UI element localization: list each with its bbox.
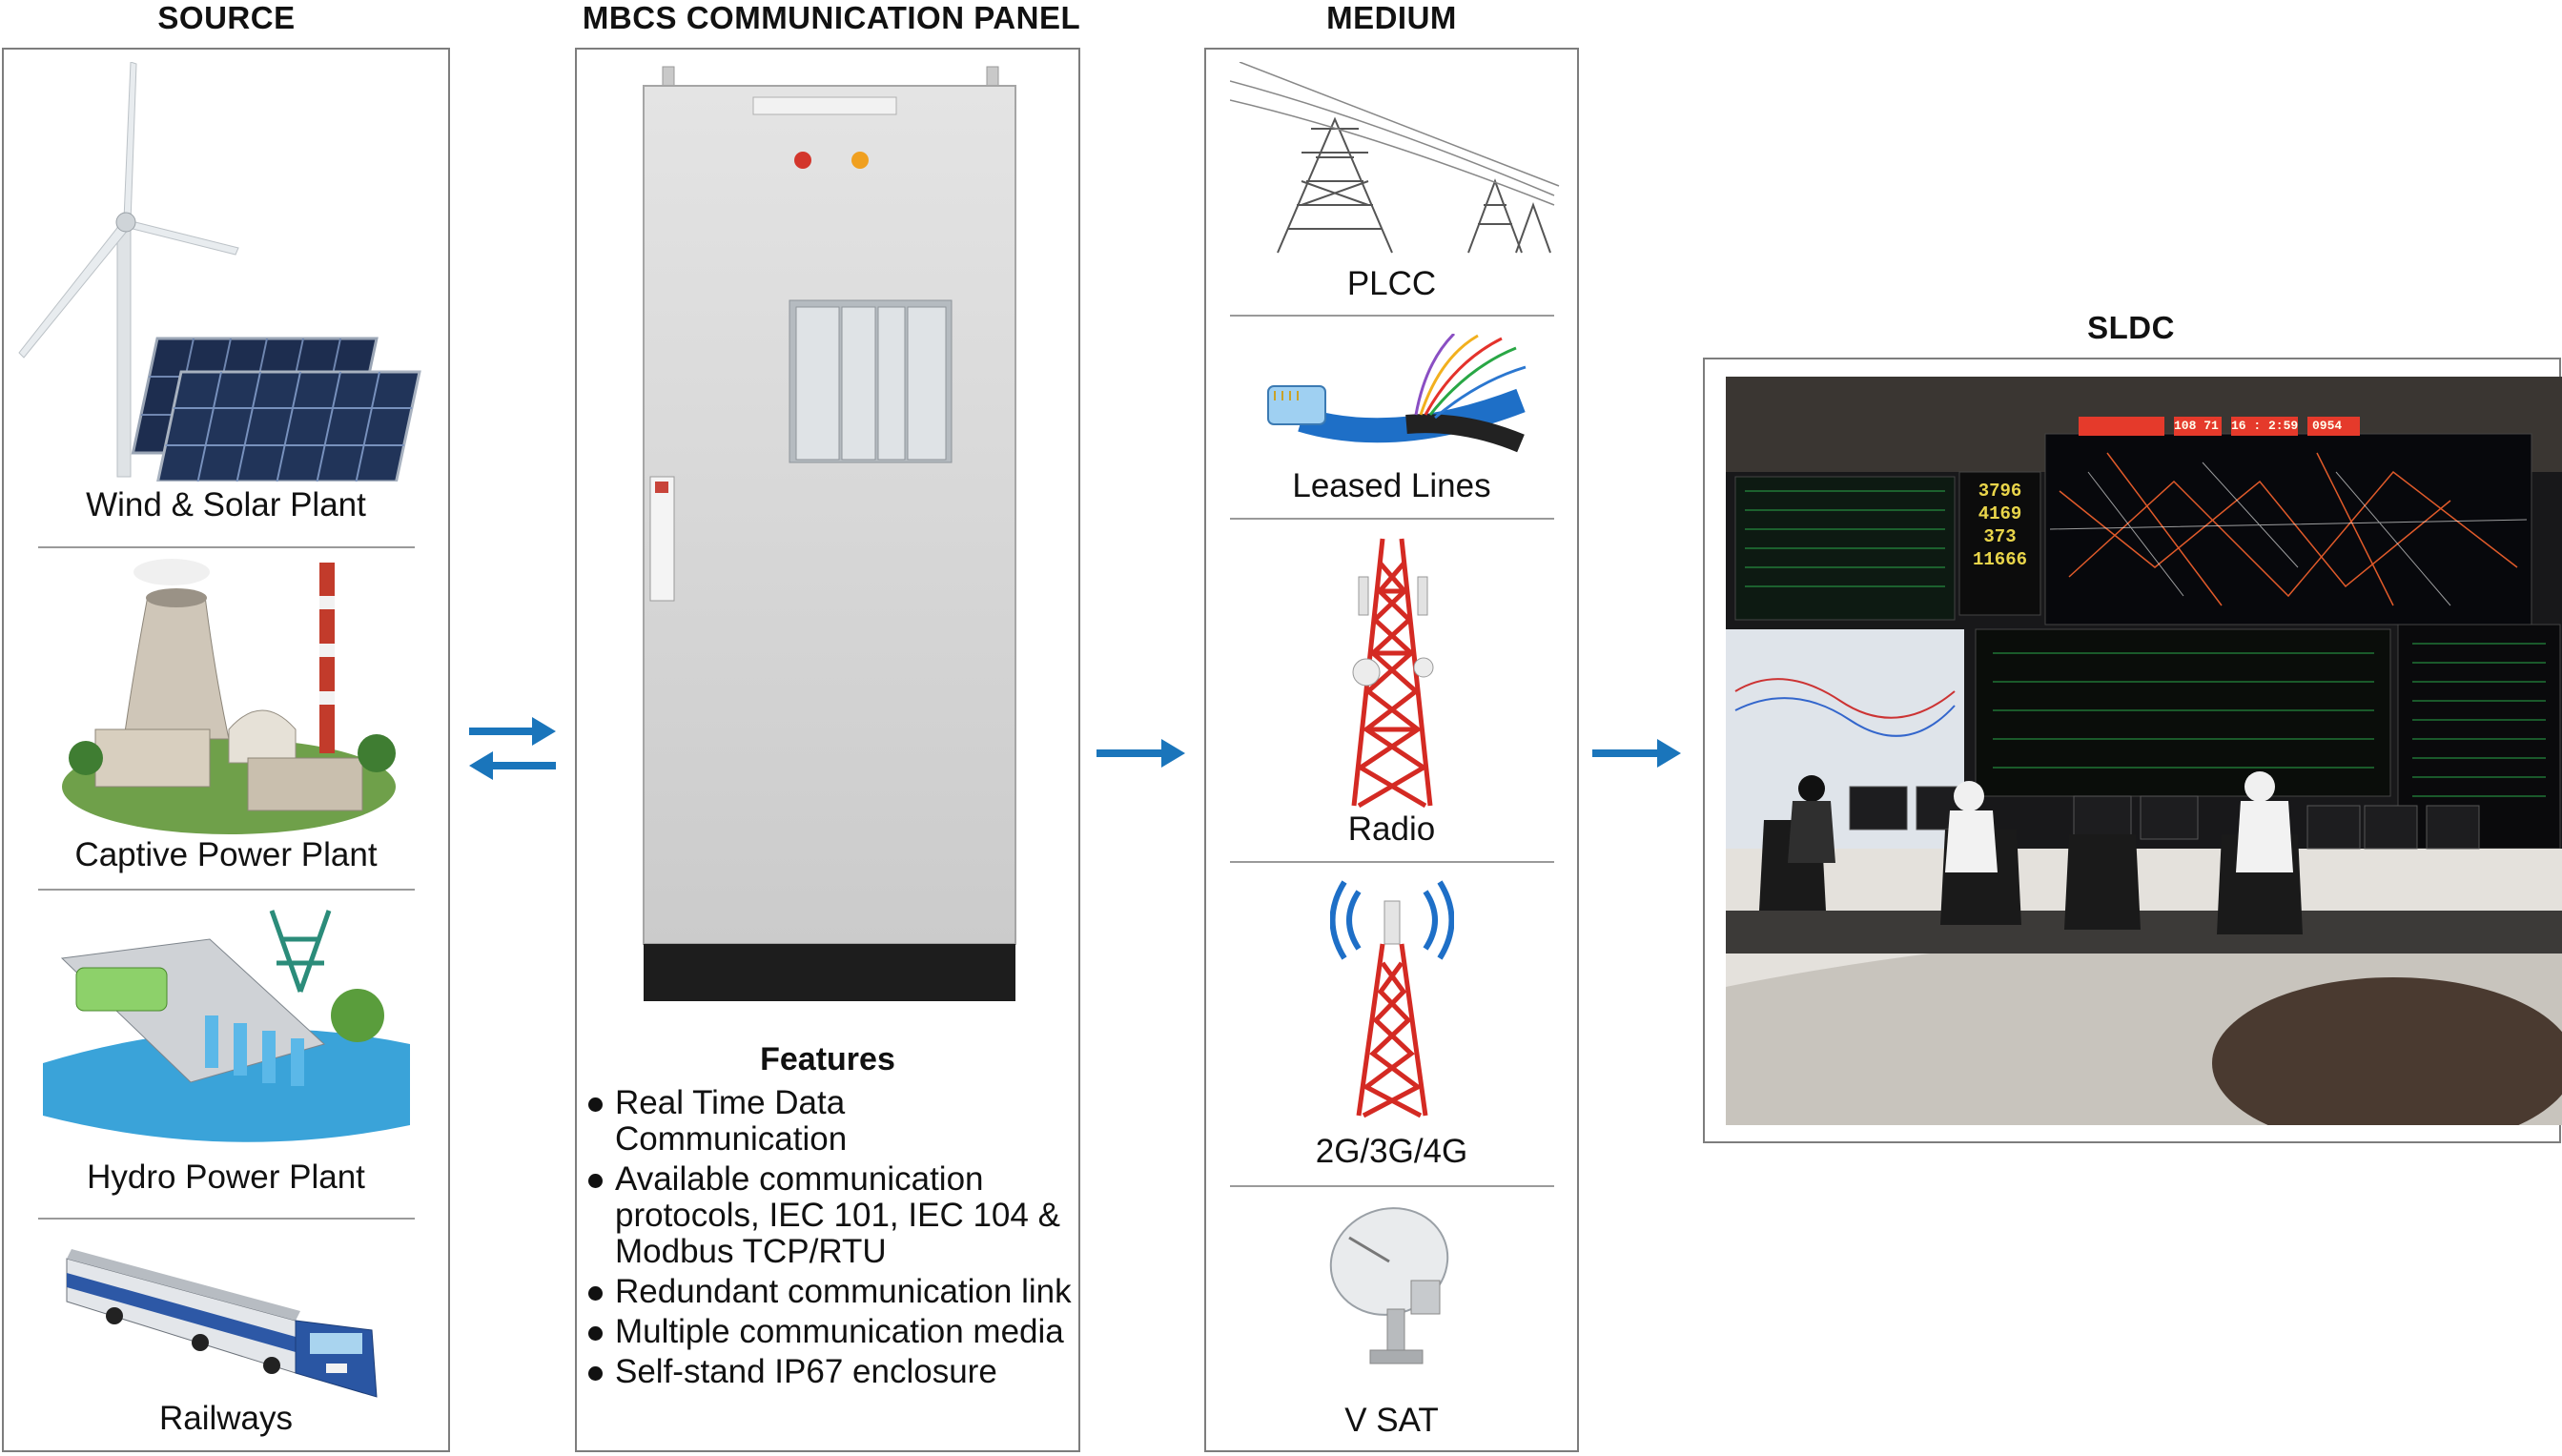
sldc-title: SLDC — [2087, 310, 2175, 345]
source-title: SOURCE — [157, 0, 296, 35]
bidirectional-arrow-icon — [467, 715, 558, 782]
feature-item: Self-stand IP67 enclosure — [586, 1354, 1082, 1390]
counter-value: 3796 — [1978, 481, 2022, 502]
sldc-control-room-photo: 3796 4169 373 11666 108 71 16 : 2:59 095… — [1726, 377, 2562, 1125]
vsat-dish-illustration — [1321, 1200, 1464, 1371]
medium-title: MEDIUM — [1326, 0, 1457, 35]
right-arrow-icon — [1592, 734, 1683, 772]
leased-lines-cable-illustration — [1263, 334, 1530, 453]
counter-value: 4169 — [1978, 503, 2022, 524]
medium-divider — [1230, 315, 1554, 317]
sldc-clock-readout: 108 71 16 : 2:59 0954 — [2079, 417, 2365, 436]
source-label-hydro: Hydro Power Plant — [87, 1159, 365, 1196]
feature-item: Redundant communication link — [586, 1274, 1082, 1310]
counter-value: 373 — [1983, 526, 2017, 547]
sldc-counter-readout: 3796 4169 373 11666 — [1959, 480, 2040, 571]
panel-cabinet-illustration — [610, 57, 1049, 1011]
feature-item: Available communication protocols, IEC 1… — [586, 1161, 1082, 1270]
clock-value: 16 : 2:59 — [2231, 419, 2299, 433]
medium-label-plcc: PLCC — [1346, 265, 1437, 302]
hydro-plant-illustration — [38, 901, 415, 1159]
source-label-railways: Railways — [158, 1400, 294, 1437]
radio-tower-illustration — [1340, 534, 1445, 810]
medium-label-leased-lines: Leased Lines — [1292, 467, 1491, 504]
cellular-tower-illustration — [1330, 877, 1454, 1120]
source-label-wind-solar: Wind & Solar Plant — [86, 486, 366, 523]
feature-item: Multiple communication media — [586, 1314, 1082, 1350]
medium-divider — [1230, 1185, 1554, 1187]
feature-item: Real Time Data Communication — [586, 1085, 1082, 1158]
wind-solar-illustration — [14, 62, 434, 482]
source-label-captive: Captive Power Plant — [74, 836, 378, 873]
features-title: Features — [760, 1041, 895, 1077]
medium-label-cellular: 2G/3G/4G — [1315, 1133, 1468, 1170]
captive-plant-illustration — [57, 558, 405, 844]
source-divider — [38, 1218, 415, 1220]
medium-label-vsat: V SAT — [1344, 1402, 1439, 1439]
train-illustration — [57, 1230, 381, 1411]
source-divider — [38, 546, 415, 548]
features-list: Real Time Data Communication Available c… — [586, 1085, 1082, 1394]
medium-label-radio: Radio — [1347, 810, 1436, 848]
counter-value: 11666 — [1972, 549, 2027, 570]
panel-title: MBCS COMMUNICATION PANEL — [582, 0, 1081, 35]
medium-divider — [1230, 518, 1554, 520]
medium-divider — [1230, 861, 1554, 863]
clock-value: 0954 — [2312, 419, 2343, 433]
right-arrow-icon — [1097, 734, 1187, 772]
plcc-tower-illustration — [1230, 62, 1564, 262]
source-divider — [38, 889, 415, 891]
clock-value: 108 71 — [2174, 419, 2219, 433]
